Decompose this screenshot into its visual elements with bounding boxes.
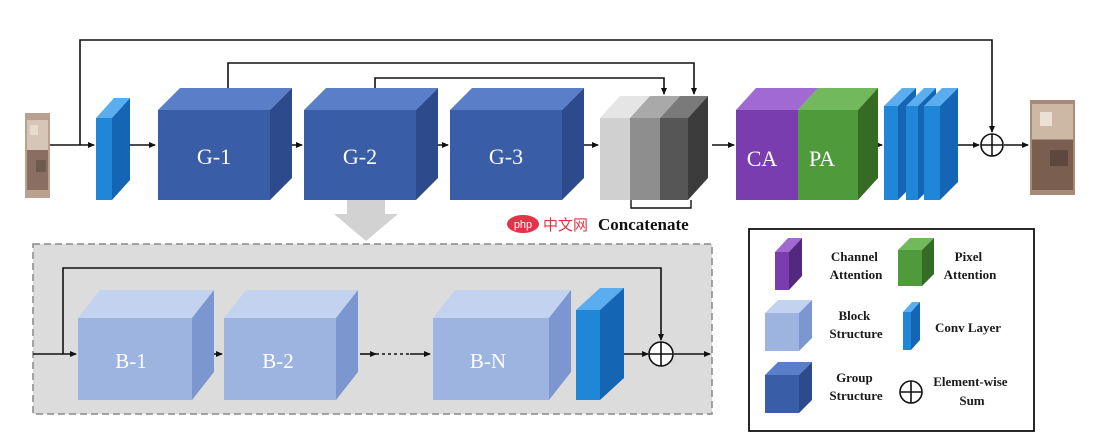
concatenate-label: Concatenate (598, 215, 689, 234)
ca-label: CA (747, 146, 778, 171)
g1-label: G-1 (197, 144, 231, 169)
legend-pixel-attention-swatch (898, 238, 934, 286)
group-block-g2: G-2 (304, 88, 438, 200)
input-image (25, 113, 50, 198)
legend-conv-layer-label: Conv Layer (935, 320, 1001, 335)
legend-channel-attention-label: Channel Attention (830, 249, 883, 282)
element-wise-sum-detail (648, 341, 674, 367)
php-watermark: php 中文网 (507, 215, 588, 234)
block-b1: B-1 (78, 290, 214, 400)
output-image (1030, 100, 1075, 195)
legend-channel-attention-swatch (775, 238, 802, 290)
expand-arrow (334, 200, 398, 241)
conv-layer-detail (576, 288, 624, 400)
legend-conv-layer-swatch (903, 302, 920, 350)
g3-label: G-3 (489, 144, 523, 169)
block-bn: B-N (433, 290, 571, 400)
legend-element-wise-sum-icon (899, 380, 923, 404)
g1-concat-skip (227, 62, 697, 98)
legend-pixel-attention-label: Pixel Attention (944, 249, 997, 282)
b2-label: B-2 (262, 349, 294, 373)
pa-label: PA (809, 146, 835, 171)
conv-layers-output (884, 88, 958, 200)
legend-element-wise-sum-label: Element-wise Sum (933, 374, 1011, 408)
detail-skip-connection (62, 267, 664, 354)
b1-label: B-1 (115, 349, 147, 373)
legend-block-structure-label: Block Structure (829, 308, 882, 341)
element-wise-sum-top (980, 133, 1004, 157)
block-b2: B-2 (224, 290, 358, 400)
watermark-text: 中文网 (543, 217, 588, 234)
bn-label: B-N (470, 349, 506, 373)
group-block-g3: G-3 (450, 88, 584, 200)
legend-block-structure-swatch (765, 300, 812, 351)
pixel-attention-block: PA (798, 88, 878, 200)
g2-label: G-2 (343, 144, 377, 169)
group-block-g1: G-1 (158, 88, 292, 200)
conv-layer-input (96, 98, 130, 200)
legend-group-structure-label: Group Structure (829, 370, 882, 403)
channel-attention-block: CA (736, 88, 818, 200)
global-skip-connection (79, 39, 995, 145)
legend-group-structure-swatch (765, 362, 812, 413)
watermark-badge: php (514, 219, 532, 231)
concatenation-stack (600, 96, 708, 200)
concatenate-bracket (630, 200, 692, 209)
